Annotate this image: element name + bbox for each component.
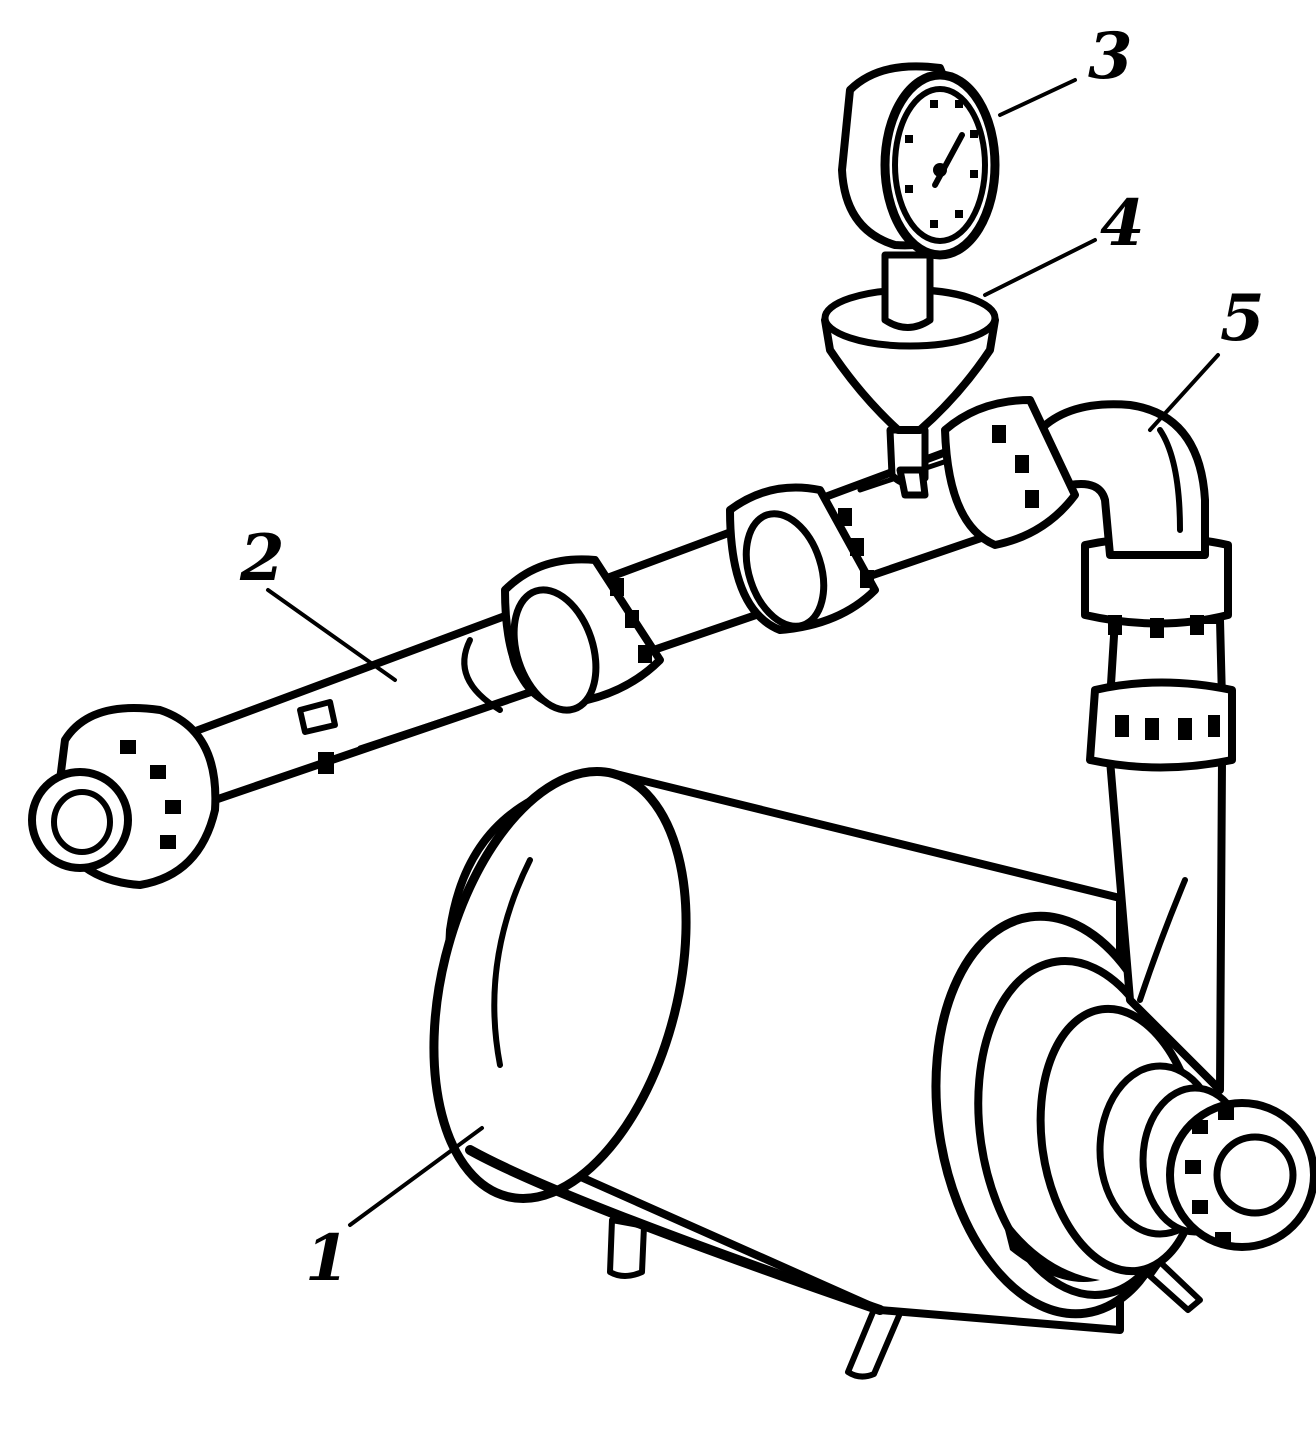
pump-outlet-nut [1166,1099,1316,1251]
label-tube: 2 [239,521,285,596]
label-funnel: 4 [1100,186,1145,261]
label-elbow: 5 [1220,281,1265,356]
pump-body [429,756,1316,1380]
elbow-pipe [1036,400,1236,772]
manometer [838,62,1000,331]
tube [28,396,1079,889]
leader-lines [266,78,1220,1227]
label-pump-body: 1 [305,1221,350,1296]
label-manometer: 3 [1088,19,1133,94]
